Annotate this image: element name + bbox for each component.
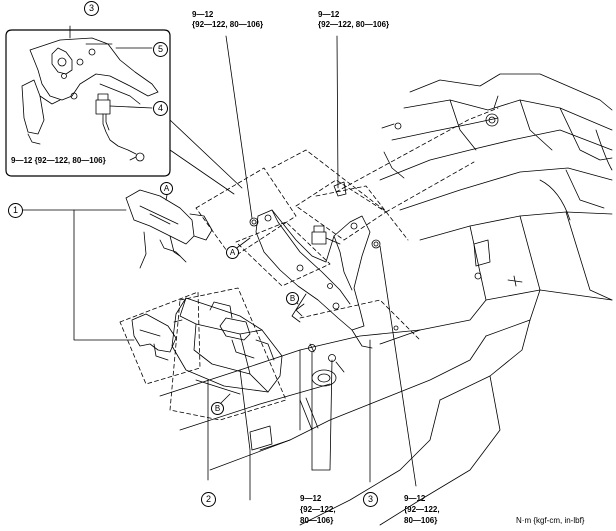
callout-b-low: B bbox=[211, 402, 224, 415]
inset-bracket bbox=[21, 37, 159, 145]
callout-5: 5 bbox=[153, 42, 168, 57]
inset-detail-box bbox=[5, 25, 243, 195]
torque-bottom-mid-range: {92—122, bbox=[300, 505, 336, 514]
torque-top-left-value: 9—12 bbox=[192, 10, 214, 19]
sensor-and-bolts bbox=[249, 181, 381, 373]
leader-lines bbox=[19, 35, 417, 487]
torque-bottom-mid-range2: 80—106} bbox=[300, 516, 334, 525]
callout-4: 4 bbox=[153, 101, 168, 116]
wiring-harness bbox=[125, 189, 213, 361]
torque-bottom-mid-value: 9—12 bbox=[300, 494, 322, 503]
callout-1: 1 bbox=[8, 203, 23, 218]
callout-2: 2 bbox=[201, 492, 216, 507]
torque-top-right-range: {92—122, 80—106} bbox=[318, 20, 390, 29]
callout-a-top: A bbox=[160, 182, 173, 195]
vehicle-body-structure bbox=[159, 73, 613, 526]
control-module bbox=[171, 297, 283, 395]
torque-bottom-right-value: 9—12 bbox=[404, 494, 426, 503]
torque-bottom-right-range: {92—122, bbox=[404, 505, 440, 514]
assembly-dashed-frames bbox=[119, 107, 499, 421]
torque-bottom-right-range2: 80—106} bbox=[404, 516, 438, 525]
main-bracket bbox=[255, 209, 373, 349]
units-legend: N·m {kgf-cm, in-lbf} bbox=[516, 516, 585, 525]
torque-top-right-value: 9—12 bbox=[318, 10, 340, 19]
callout-b-mid: B bbox=[286, 292, 299, 305]
torque-inset: 9—12 {92—122, 80—106} bbox=[11, 156, 106, 165]
callout-3-inset: 3 bbox=[84, 1, 99, 16]
torque-top-left-range: {92—122, 80—106} bbox=[192, 20, 264, 29]
callout-3-main: 3 bbox=[363, 492, 378, 507]
inset-sensor bbox=[95, 93, 145, 162]
callout-a-mid: A bbox=[226, 246, 239, 259]
